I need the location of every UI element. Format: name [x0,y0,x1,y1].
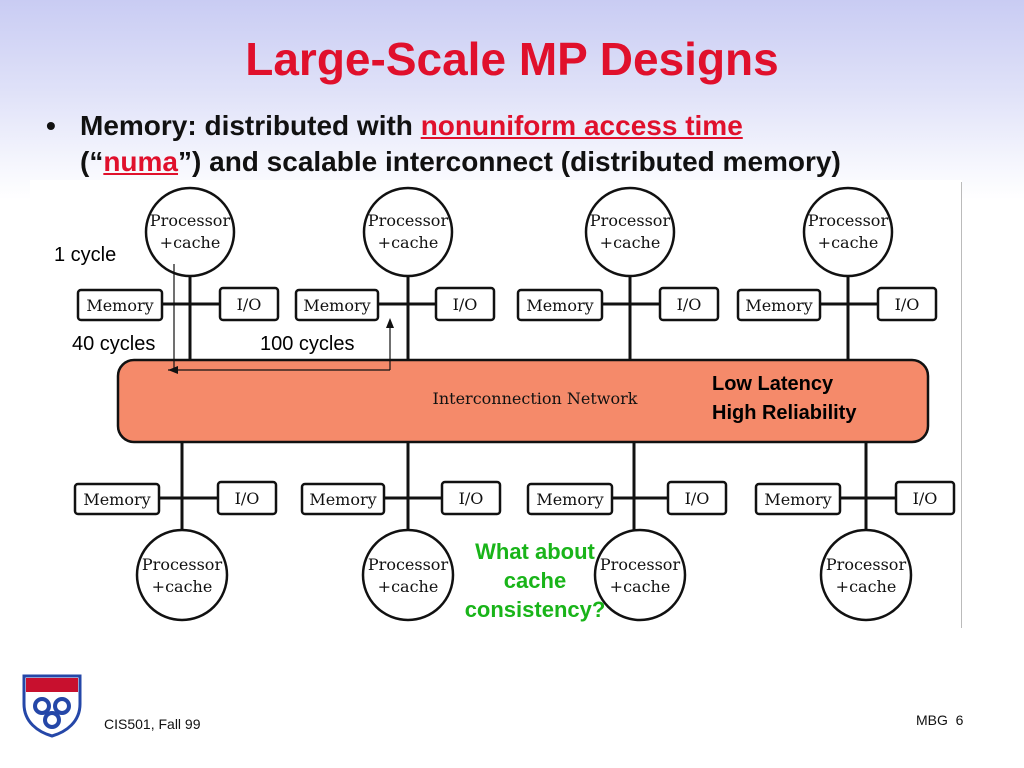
io-label: I/O [677,295,702,314]
memory-box [300,482,386,516]
network-label: Interconnection Network [433,389,638,408]
io-label: I/O [685,489,710,508]
io-label: I/O [237,295,262,314]
io-label: I/O [895,295,920,314]
node-top-3: Processor +cache Memory I/O [516,186,720,360]
slide-title: Large-Scale MP Designs [245,33,779,85]
io-box [216,480,278,516]
io-box [876,286,938,322]
processor-label: Processor [368,211,449,230]
processor-node [584,186,676,278]
cache-consistency-question: What about cache consistency? [440,537,630,624]
network-properties: Low Latency High Reliability [712,370,856,428]
processor-cache-label: +cache [152,577,213,596]
processor-cache-label: +cache [160,233,221,252]
page-number: 6 [955,712,964,728]
memory-label: Memory [536,490,603,509]
io-box [666,480,728,516]
nonuniform-access-link[interactable]: nonuniform access time [420,110,743,141]
node-bottom-3: Memory I/O Processor +cache [526,442,728,622]
io-label: I/O [235,489,260,508]
processor-label: Processor [590,211,671,230]
node-top-4: Processor +cache Memory I/O [736,186,938,360]
memory-label: Memory [303,296,370,315]
memory-box [754,482,842,516]
latency-100-cycles-label: 100 cycles [260,333,355,355]
bullet-text: Memory: distributed with nonuniform acce… [80,108,1020,180]
memory-label: Memory [83,490,150,509]
memory-box [736,288,822,322]
io-box [440,480,502,516]
question-line-1: What about [475,539,595,564]
bullet-text-part-3: ”) and scalable interconnect (distribute… [178,146,841,177]
io-box [434,286,496,322]
numa-link[interactable]: numa [103,146,179,177]
node-bottom-2: Memory I/O Processor +cache [300,442,502,622]
footer-course: CIS501, Fall 99 [104,716,201,732]
bullet-marker: • [46,110,56,141]
university-shield-logo [22,674,82,738]
memory-label: Memory [86,296,153,315]
arrow-up-icon [386,318,394,328]
node-top-2: Processor +cache Memory I/O [294,186,496,360]
slide-background [0,0,1024,200]
io-box [894,480,956,516]
question-line-3: consistency? [464,597,606,622]
diagram-border-line [961,182,962,628]
processor-node [361,528,455,622]
memory-label: Memory [745,296,812,315]
processor-node [802,186,894,278]
interconnection-network [116,358,930,444]
processor-node [819,528,913,622]
io-label: I/O [913,489,938,508]
io-box [218,286,280,322]
processor-cache-label: +cache [610,577,671,596]
processor-label: Processor [808,211,889,230]
processor-label: Processor [826,555,907,574]
latency-1-cycle-label: 1 cycle [54,244,117,266]
node-top-1: Processor +cache Memory I/O [76,186,280,360]
bullet-text-part-1: Memory: distributed with [80,110,421,141]
memory-label: Memory [526,296,593,315]
node-bottom-4: Memory I/O Processor +cache [754,442,956,622]
processor-node [593,528,687,622]
question-line-2: cache [503,568,567,593]
memory-label: Memory [309,490,376,509]
memory-box [73,482,161,516]
memory-box [516,288,604,322]
processor-label: Processor [142,555,223,574]
footer-author-page: MBG 6 [916,712,963,728]
io-box [658,286,720,322]
processor-label: Processor [600,555,681,574]
processor-cache-label: +cache [600,233,661,252]
node-bottom-1: Memory I/O Processor +cache [73,442,278,622]
processor-cache-label: +cache [818,233,879,252]
bullet-text-part-2: (“ [80,146,104,177]
processor-node [362,186,454,278]
processor-label: Processor [368,555,449,574]
arrow-left-icon [168,366,178,374]
memory-label: Memory [764,490,831,509]
high-reliability-label: High Reliability [712,402,857,424]
processor-node [144,186,236,278]
low-latency-label: Low Latency [712,373,834,395]
processor-cache-label: +cache [378,577,439,596]
latency-40-cycles-label: 40 cycles [72,333,156,355]
io-label: I/O [453,295,478,314]
latency-path [168,264,394,374]
processor-node [135,528,229,622]
memory-box [294,288,380,322]
memory-box [76,288,164,322]
memory-box [526,482,614,516]
processor-cache-label: +cache [378,233,439,252]
processor-label: Processor [150,211,231,230]
footer-author: MBG [916,712,948,728]
processor-cache-label: +cache [836,577,897,596]
io-label: I/O [459,489,484,508]
